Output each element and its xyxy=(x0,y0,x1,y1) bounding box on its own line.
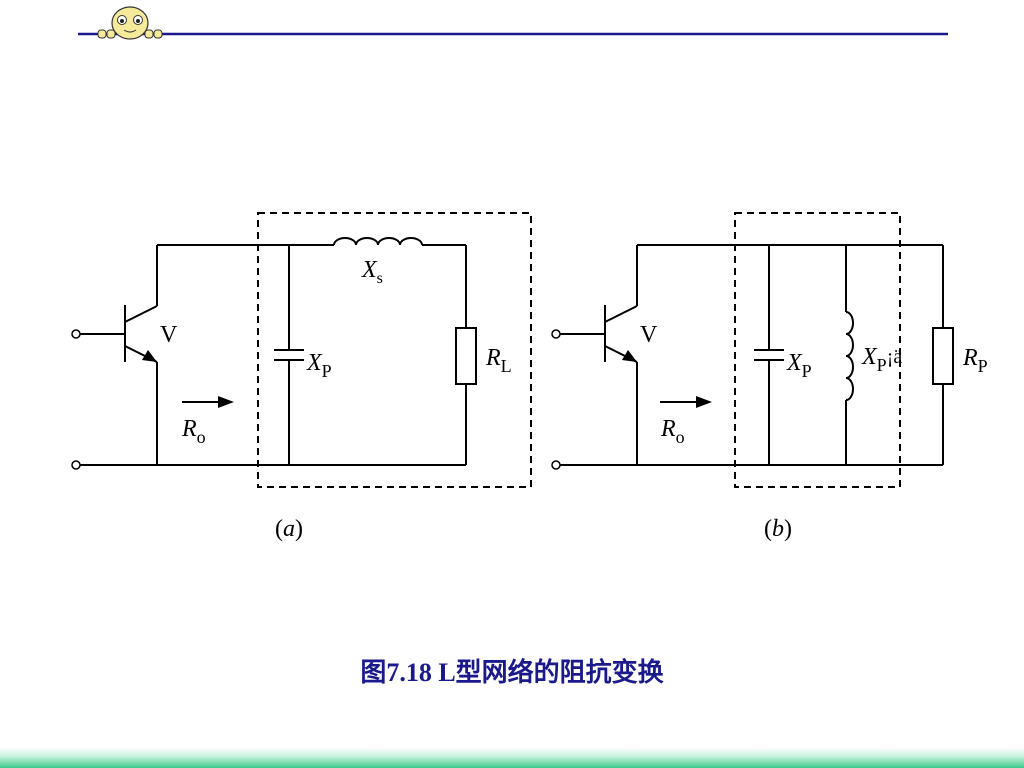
series-inductor-a xyxy=(333,237,423,246)
ground-terminal-a xyxy=(71,460,81,470)
load-resistor-b xyxy=(932,245,954,465)
figure-caption: 图7.18 L型网络的阻抗变换 xyxy=(360,658,664,687)
xp-label-b: XP xyxy=(786,350,812,381)
transistor-a xyxy=(124,305,158,363)
ro-arrow-a xyxy=(182,396,234,408)
diagram-b: V XP XP¡ä RP Ro (b) xyxy=(551,212,988,542)
diagram-a: V Xs XP RL Ro xyxy=(71,212,532,542)
panel-label-b: (b) xyxy=(764,516,792,542)
xp-label-a: XP xyxy=(306,350,332,381)
ro-label-a: Ro xyxy=(181,416,206,447)
transistor-b xyxy=(604,305,638,363)
input-terminal-b xyxy=(551,329,561,339)
ro-arrow-b xyxy=(660,396,712,408)
network-box-b xyxy=(734,212,901,488)
ro-label-b: Ro xyxy=(660,416,685,447)
parallel-capacitor-a xyxy=(274,245,304,465)
parallel-inductor-b xyxy=(845,245,854,465)
rl-label-a: RL xyxy=(485,345,512,376)
input-terminal-a xyxy=(71,329,81,339)
load-resistor-a xyxy=(455,245,477,465)
panel-label-a: (a) xyxy=(275,516,303,542)
ground-terminal-b xyxy=(551,460,561,470)
footer-gradient-bar xyxy=(0,748,1024,768)
rp-label-b: RP xyxy=(962,345,988,376)
xs-label-a: Xs xyxy=(361,257,383,287)
xp-prime-label-b: XP¡ä xyxy=(861,344,902,375)
network-box-a xyxy=(257,212,532,488)
mascot-icon xyxy=(97,6,163,40)
transistor-label-a: V xyxy=(160,322,178,348)
parallel-capacitor-b xyxy=(754,245,784,465)
header-decoration xyxy=(78,6,948,40)
transistor-label-b: V xyxy=(640,322,658,348)
